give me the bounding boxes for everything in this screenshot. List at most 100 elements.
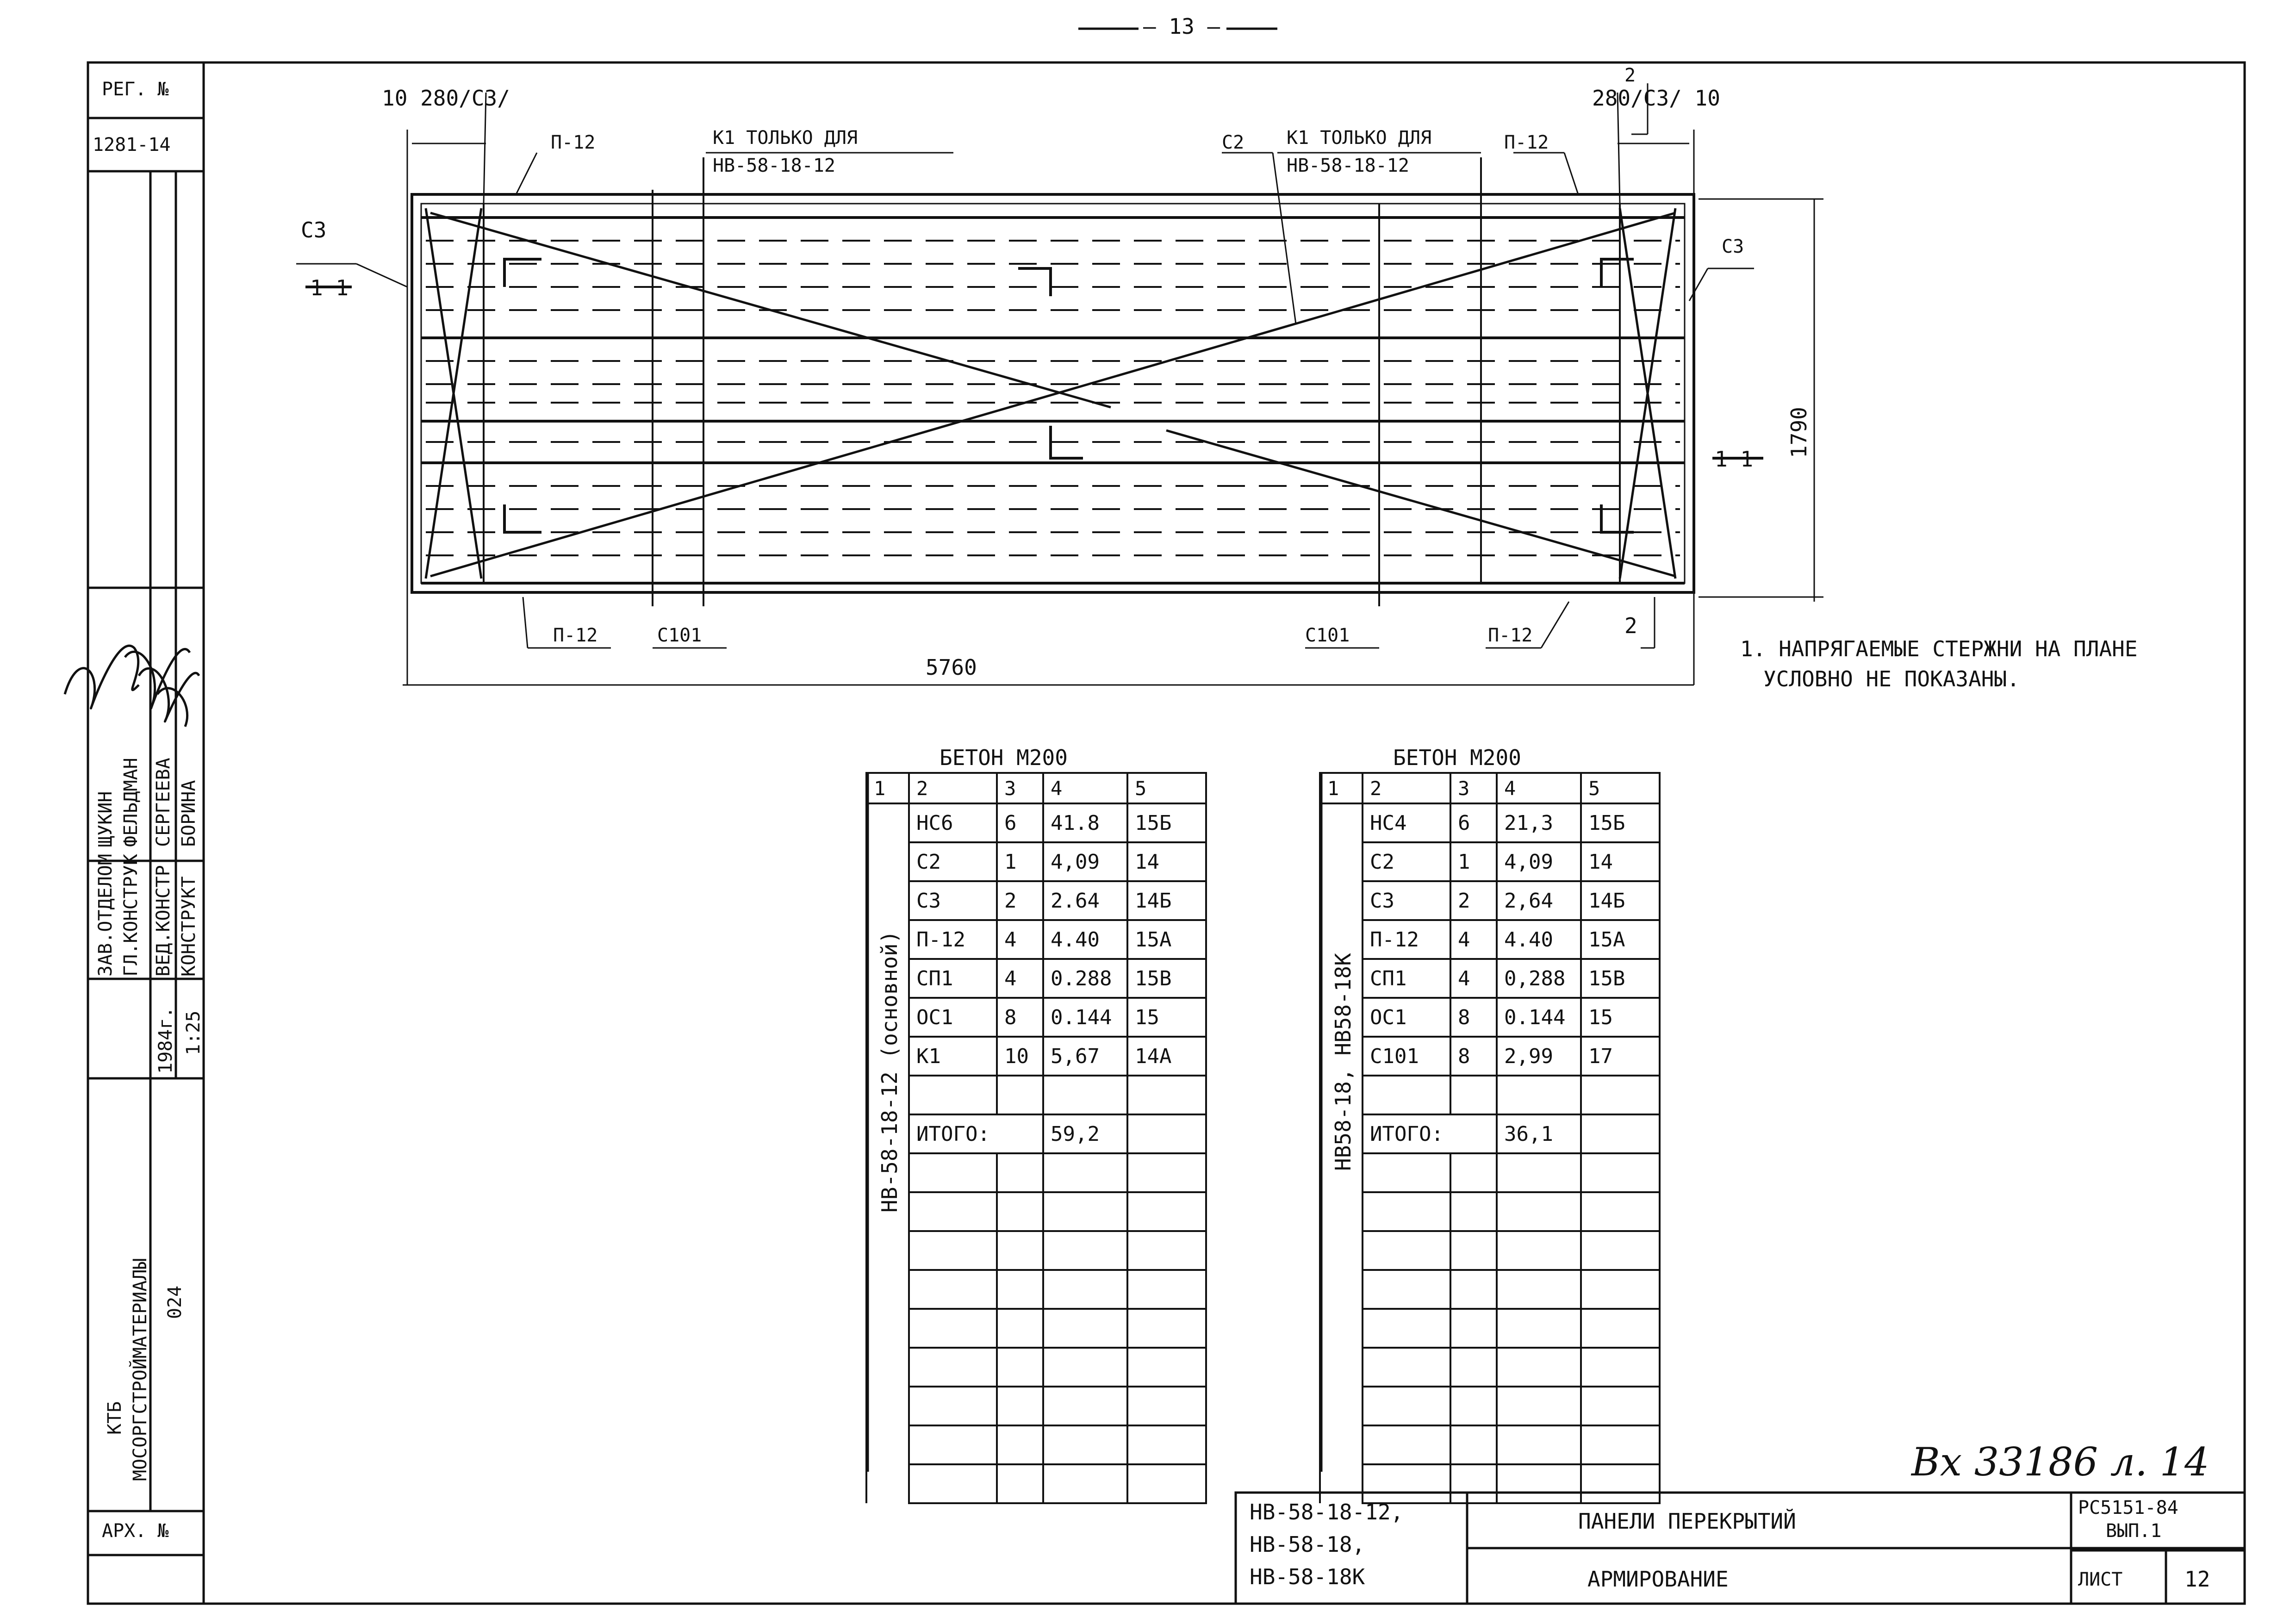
table-empty-row <box>1319 1386 1661 1426</box>
header-cell: 5 <box>1126 772 1207 804</box>
cell-mass: 0,288 <box>1496 958 1582 999</box>
signer-role-4: КОНСТРУКТ <box>178 876 199 977</box>
label-c101-right: С101 <box>1305 625 1350 646</box>
cell-mass: 4,09 <box>1496 841 1582 882</box>
signer-role-3: ВЕД.КОНСТР <box>153 865 174 977</box>
cell-mass: 5,67 <box>1042 1036 1128 1076</box>
drawing-subtitle: АРМИРОВАНИЕ <box>1587 1567 1729 1592</box>
label-p12-top-left: П-12 <box>551 132 596 153</box>
cell-sheet: 14 <box>1126 841 1207 882</box>
drawing-title: ПАНЕЛИ ПЕРЕКРЫТИЙ <box>1578 1509 1796 1534</box>
cell-qty: 10 <box>996 1036 1044 1076</box>
outer-frame <box>87 61 2246 1605</box>
cell-sheet: 15Б <box>1126 803 1207 843</box>
label-c3-right: С3 <box>1722 236 1744 257</box>
label-p12-bottom-left: П-12 <box>553 625 598 646</box>
dim-top-right: 280/С3/ 10 <box>1592 86 1720 111</box>
cell-mass: 21,3 <box>1496 803 1582 843</box>
dim-top-left: 10 280/С3/ <box>382 86 510 111</box>
cell-mark: ОС1 <box>908 997 998 1038</box>
series-code: РС5151-84 <box>2078 1497 2178 1518</box>
cell-qty: 6 <box>1450 803 1498 843</box>
cell-sheet: 15Б <box>1580 803 1661 843</box>
header-cell: 2 <box>908 772 998 804</box>
stamp-year: 1984г. <box>155 1007 176 1074</box>
table-empty-row <box>1319 1463 1661 1504</box>
cell-mass: 0.288 <box>1042 958 1128 999</box>
table-right-concrete: БЕТОН М200 <box>1393 745 1521 770</box>
label-c101-left: С101 <box>657 625 702 646</box>
cell-qty: 8 <box>1450 1036 1498 1076</box>
org-line2: МОСОРГСТРОЙМАТЕРИАЛЫ <box>130 1258 151 1481</box>
total-value: 36,1 <box>1496 1114 1582 1154</box>
cell-sheet: 14Б <box>1126 880 1207 921</box>
cell-mass: 4.40 <box>1042 919 1128 960</box>
label-k1-right-1: К1 ТОЛЬКО ДЛЯ <box>1287 127 1432 149</box>
cell-mark: С2 <box>908 841 998 882</box>
cell-qty: 4 <box>1450 958 1498 999</box>
issue-number: ВЫП.1 <box>2106 1520 2162 1542</box>
signer-name-3: СЕРГЕЕВА <box>153 758 174 847</box>
cell-sheet: 15В <box>1580 958 1661 999</box>
cell-sheet <box>1126 1075 1207 1115</box>
dept-code: 024 <box>164 1285 186 1319</box>
cell-mass: 4,09 <box>1042 841 1128 882</box>
table-empty-row <box>865 1386 1207 1426</box>
cell-mass: 0.144 <box>1042 997 1128 1038</box>
table-row <box>1319 1075 1661 1115</box>
total-label: ИТОГО: <box>908 1114 1044 1154</box>
cell-qty: 1 <box>996 841 1044 882</box>
cell-mark: П-12 <box>1362 919 1451 960</box>
org-line1: КТБ <box>104 1401 125 1435</box>
cell-mark: С2 <box>1362 841 1451 882</box>
cell-sheet: 15А <box>1580 919 1661 960</box>
cell-mass: 41.8 <box>1042 803 1128 843</box>
header-cell: 1 <box>865 772 910 804</box>
section-1-right: 1 1 <box>1715 447 1754 472</box>
table-empty-row <box>865 1463 1207 1504</box>
total-label: ИТОГО: <box>1362 1114 1498 1154</box>
signer-role-2: ГЛ.КОНСТРУК <box>120 854 142 977</box>
header-cell: 3 <box>1450 772 1498 804</box>
cell-mark: С3 <box>1362 880 1451 921</box>
table-empty-row <box>865 1152 1207 1193</box>
cell-mark: НС4 <box>1362 803 1451 843</box>
cell-sheet: 14А <box>1126 1036 1207 1076</box>
cell-qty: 4 <box>996 919 1044 960</box>
header-cell: 5 <box>1580 772 1661 804</box>
cell-mass: 0.144 <box>1496 997 1582 1038</box>
dim-length: 5760 <box>926 655 977 680</box>
cell-mass: 2,99 <box>1496 1036 1582 1076</box>
table-empty-row <box>1319 1347 1661 1388</box>
table-total-row: ИТОГО:36,1 <box>1319 1114 1661 1154</box>
table-total-row: ИТОГО:59,2 <box>865 1114 1207 1154</box>
dim-height: 1790 <box>1786 407 1811 458</box>
cell-sheet <box>1580 1075 1661 1115</box>
cell-qty: 8 <box>996 997 1044 1038</box>
label-k1-left-1: К1 ТОЛЬКО ДЛЯ <box>713 127 858 149</box>
table-row <box>865 1075 1207 1115</box>
title-code-1: НВ-58-18-12, <box>1250 1500 1404 1524</box>
cell-mark: К1 <box>908 1036 998 1076</box>
arch-label: АРХ. № <box>102 1520 169 1542</box>
table-header-row: 1 2 3 4 5 <box>1319 772 1661 804</box>
cell-qty <box>1450 1075 1498 1115</box>
cell-mark: НС6 <box>908 803 998 843</box>
archive-number: Вх 33186 л. 14 <box>1911 1439 2209 1485</box>
header-cell: 2 <box>1362 772 1451 804</box>
title-code-2: НВ-58-18, <box>1250 1532 1365 1557</box>
table-empty-row <box>865 1191 1207 1232</box>
cell-sheet: 15А <box>1126 919 1207 960</box>
label-c2: С2 <box>1222 132 1244 153</box>
